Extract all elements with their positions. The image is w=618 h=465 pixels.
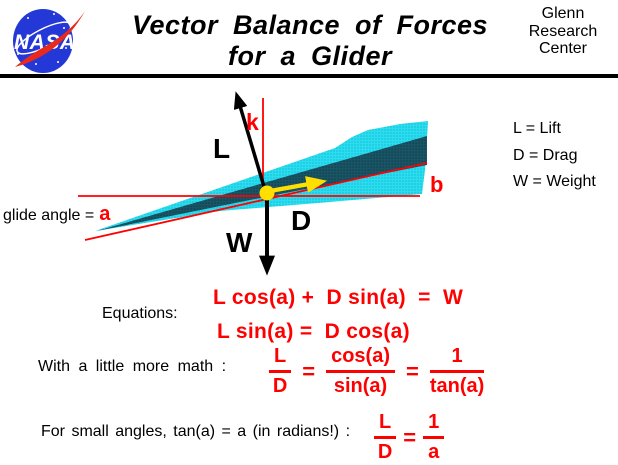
equation-2: L sin(a) = D cos(a) (217, 320, 410, 343)
lift-vector-arrow (233, 91, 267, 191)
equals-sign: = (302, 358, 316, 384)
fraction-numerator: cos(a) (326, 345, 395, 373)
fraction-denominator: a (428, 441, 440, 463)
equation-1: L cos(a) + D sin(a) = W (213, 286, 464, 309)
org-line: Research (528, 22, 598, 40)
drag-label: D (291, 205, 312, 236)
nasa-logo-swoosh (15, 11, 85, 67)
glide-angle-text: glide angle = (3, 207, 95, 224)
fraction-denominator: tan(a) (429, 375, 485, 397)
page-title: Vector Balance of Forces for a Glider (108, 10, 512, 72)
fraction-numerator: L (269, 345, 292, 373)
org-line: Glenn (541, 5, 585, 22)
fraction-cos-over-sin: cos(a) sin(a) (326, 345, 395, 398)
nasa-logo: NASA (13, 9, 85, 73)
lift-drag-ratio-equation: L D = cos(a) sin(a) = 1 tan(a) (269, 345, 485, 398)
legend-lift: L = Lift (513, 120, 561, 137)
glide-angle-symbol: a (99, 203, 111, 225)
equations-section-label: Equations: (102, 305, 178, 322)
fraction-1-over-a: 1 a (423, 411, 445, 464)
org-name: Glenn Research Center (520, 5, 606, 58)
legend-drag: D = Drag (513, 146, 578, 164)
lift-label: L (213, 133, 231, 164)
glide-angle-callout: glide angle =a (3, 203, 110, 226)
fraction-L-over-D: L D (269, 345, 292, 398)
small-angle-label: For small angles, tan(a) = a (in radians… (41, 423, 351, 440)
fraction-numerator: 1 (423, 411, 445, 439)
org-line: Center (538, 40, 588, 57)
fraction-denominator: D (377, 441, 393, 463)
fraction-1-over-tan: 1 tan(a) (429, 345, 485, 398)
page-title-line2: for a Glider (227, 41, 393, 71)
weight-label: W (226, 227, 253, 258)
fraction-numerator: L (374, 411, 397, 439)
force-legend: L = Lift D = Drag W = Weight (513, 116, 596, 196)
small-angle-equation: L D = 1 a (374, 411, 445, 464)
equals-sign: = (403, 424, 417, 450)
page-title-line1: Vector Balance of Forces (131, 10, 489, 40)
flight-path-label: b (430, 172, 444, 197)
fraction-denominator: D (272, 375, 288, 397)
fraction-numerator: 1 (429, 345, 485, 373)
k-axis-label: k (246, 109, 259, 135)
equals-sign: = (405, 358, 419, 384)
drag-vector-arrow (269, 176, 328, 194)
fraction-denominator: sin(a) (333, 375, 388, 397)
legend-weight: W = Weight (513, 173, 596, 190)
nasa-logo-wordmark: NASA (14, 31, 76, 54)
flight-path-line (84, 162, 428, 241)
header-divider (0, 74, 618, 78)
nasa-logo-stars (17, 13, 67, 65)
fraction-L-over-D: L D (374, 411, 397, 464)
more-math-label: With a little more math : (38, 358, 227, 375)
center-of-gravity-marker (259, 185, 275, 201)
